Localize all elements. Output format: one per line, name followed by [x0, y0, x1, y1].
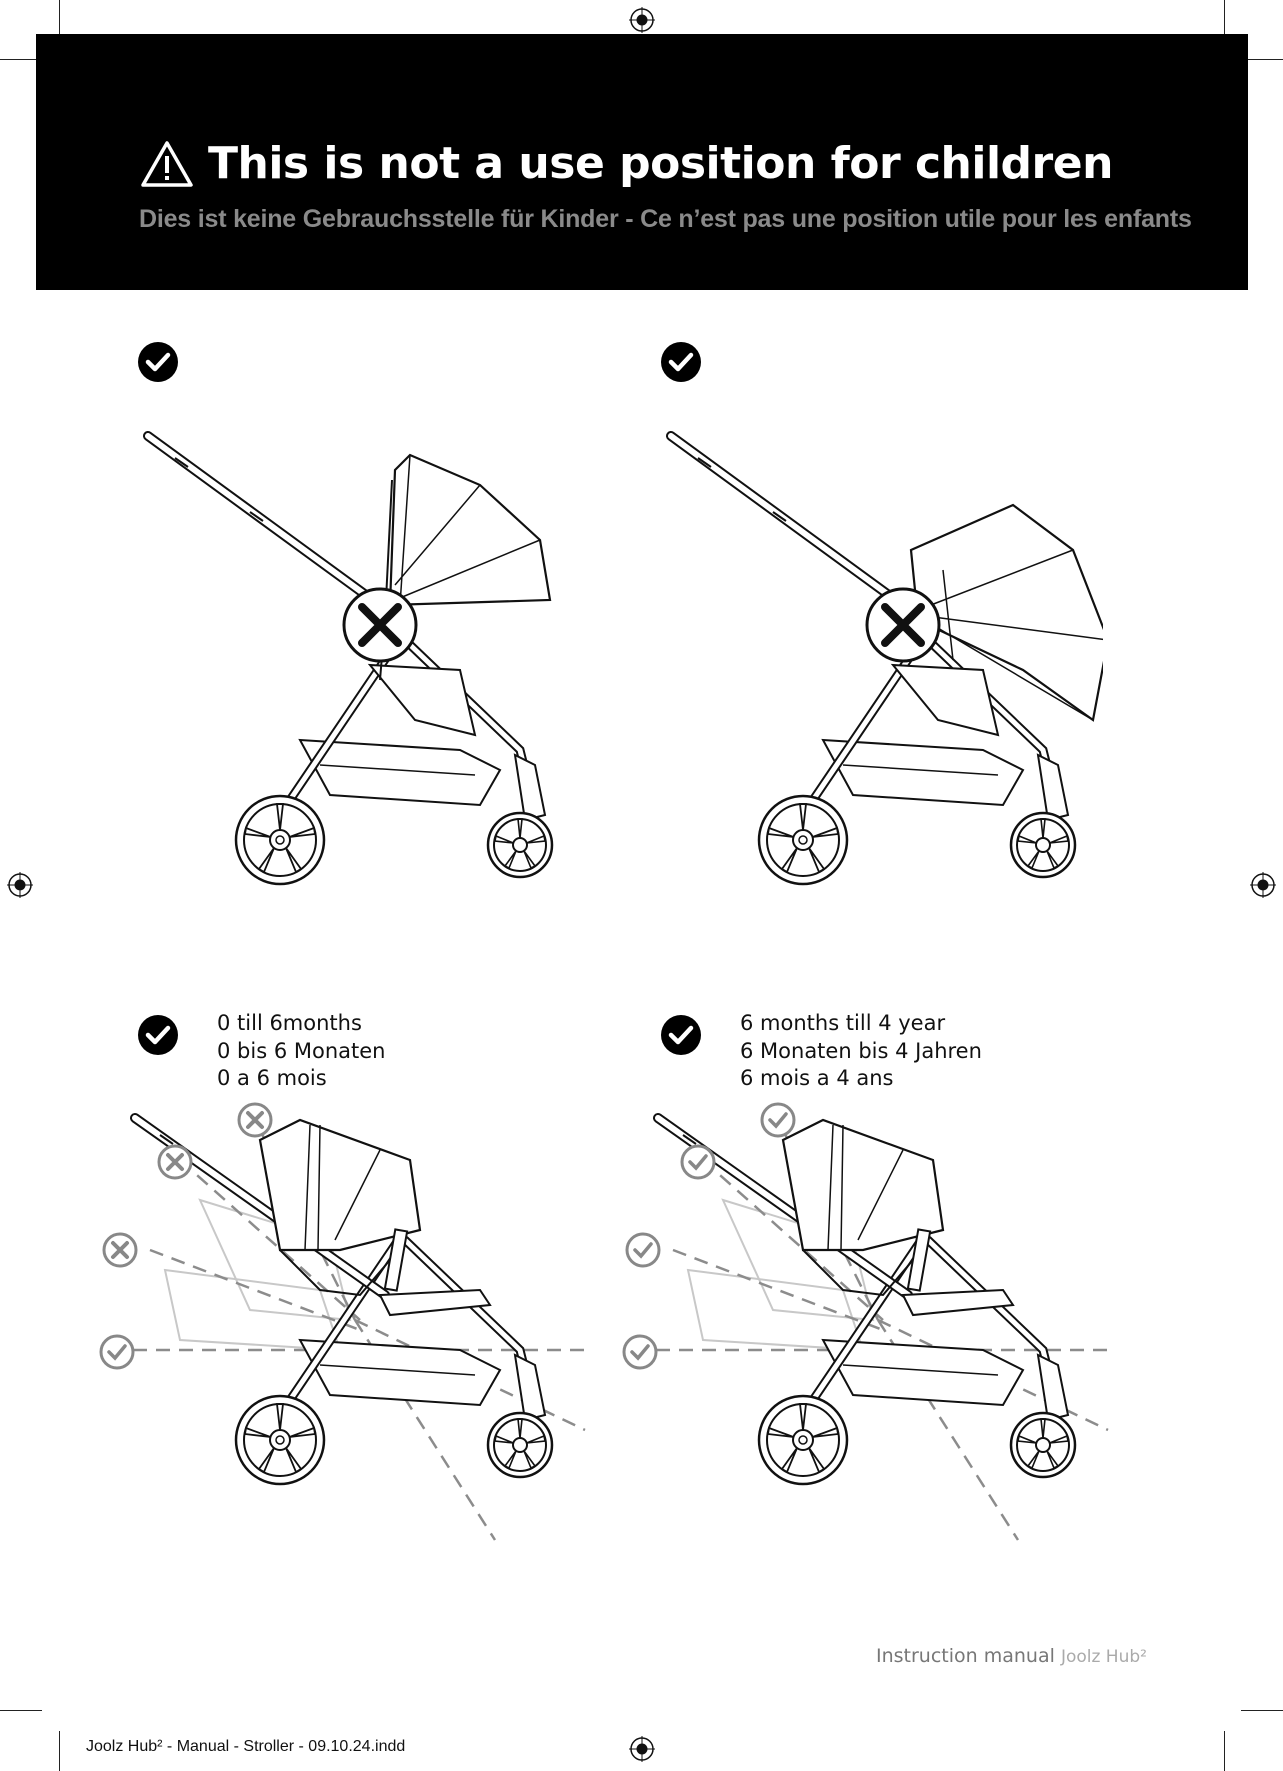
registration-mark-icon [629, 1736, 655, 1762]
title-text: This is not a use position for children [208, 138, 1113, 189]
check-icon [661, 342, 701, 382]
allowed-icon [760, 1102, 796, 1138]
crop-mark [59, 0, 60, 40]
crop-mark [0, 1710, 42, 1711]
x-mark-icon [865, 587, 941, 663]
page-subtitle: Dies ist keine Gebrauchsstelle für Kinde… [139, 205, 1192, 233]
warning-triangle-icon [141, 140, 193, 187]
crop-mark [1241, 1710, 1283, 1711]
allowed-icon [680, 1144, 716, 1180]
not-allowed-icon [157, 1144, 193, 1180]
crop-mark [1224, 0, 1225, 40]
x-mark-icon [342, 587, 418, 663]
age-caption: 6 months till 4 year 6 Monaten bis 4 Jah… [740, 1010, 982, 1093]
caption-en: 0 till 6months [217, 1011, 362, 1035]
not-allowed-icon [102, 1232, 138, 1268]
caption-fr: 0 a 6 mois [217, 1066, 327, 1090]
caption-de: 6 Monaten bis 4 Jahren [740, 1038, 982, 1063]
page-title: This is not a use position for children [140, 138, 1113, 189]
age-caption: 0 till 6months 0 bis 6 Monaten 0 a 6 moi… [217, 1010, 385, 1093]
check-icon [661, 1015, 701, 1055]
allowed-icon [622, 1334, 658, 1370]
caption-en: 6 months till 4 year [740, 1011, 946, 1035]
stroller-figure-1 [143, 431, 570, 910]
registration-mark-icon [1250, 872, 1276, 898]
allowed-icon [99, 1334, 135, 1370]
crop-mark [1224, 1731, 1225, 1771]
crop-mark [59, 1731, 60, 1771]
not-allowed-icon [237, 1102, 273, 1138]
product-name: Joolz Hub² [1060, 1647, 1147, 1667]
check-icon [138, 342, 178, 382]
crop-mark [0, 59, 42, 60]
stroller-figure-4 [622, 1102, 1113, 1541]
footer-brand: Instruction manual Joolz Hub² [876, 1645, 1147, 1667]
caption-de: 0 bis 6 Monaten [217, 1038, 386, 1063]
stroller-figure-2 [666, 431, 1103, 910]
print-slug: Joolz Hub² - Manual - Stroller - 09.10.2… [86, 1738, 406, 1755]
check-icon [138, 1015, 178, 1055]
registration-mark-icon [7, 872, 33, 898]
registration-mark-icon [629, 7, 655, 33]
manual-label: Instruction manual [876, 1645, 1055, 1667]
stroller-figure-3 [99, 1102, 590, 1541]
caption-fr: 6 mois a 4 ans [740, 1066, 894, 1090]
crop-mark [1241, 59, 1283, 60]
allowed-icon [625, 1232, 661, 1268]
warning-banner [36, 34, 1248, 290]
